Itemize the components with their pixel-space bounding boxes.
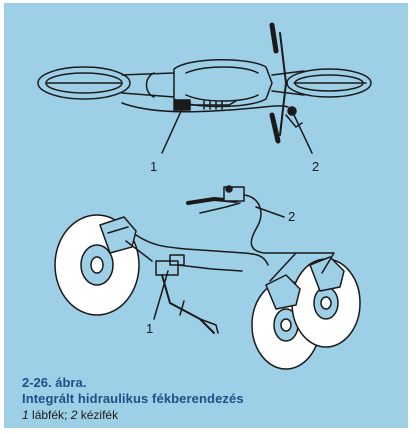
handlebar-top	[279, 32, 287, 136]
figure-panel: 1 2 1 2 2-26. ábra. Integrált hidrauliku…	[4, 3, 408, 428]
motorcycle-top-view	[37, 22, 372, 154]
figure-legend: 1 lábfék; 2 kézifék	[22, 407, 402, 423]
label-hand-brake-top: 2	[312, 159, 319, 174]
legend-number-2: 2	[70, 408, 78, 422]
label-foot-brake-top: 1	[150, 159, 157, 174]
rear-caliper	[99, 216, 137, 254]
brake-system-diagram: 1 2 1 2	[37, 22, 372, 370]
legend-text-2: kézifék	[77, 408, 119, 422]
figure-caption: 2-26. ábra. Integrált hidraulikus fékber…	[22, 375, 402, 423]
legend-text-1: lábfék;	[28, 408, 71, 422]
figure-number: 2-26. ábra.	[22, 375, 87, 390]
label-hand-brake-bottom: 2	[288, 209, 295, 224]
hydraulic-system-view	[54, 185, 361, 370]
front-caliper-left	[265, 274, 301, 310]
legend-number-1: 1	[22, 408, 29, 422]
front-caliper-right	[309, 256, 345, 292]
figure-title: Integrált hidraulikus fékberendezés	[22, 391, 244, 406]
label-foot-brake-bottom: 1	[146, 321, 153, 336]
